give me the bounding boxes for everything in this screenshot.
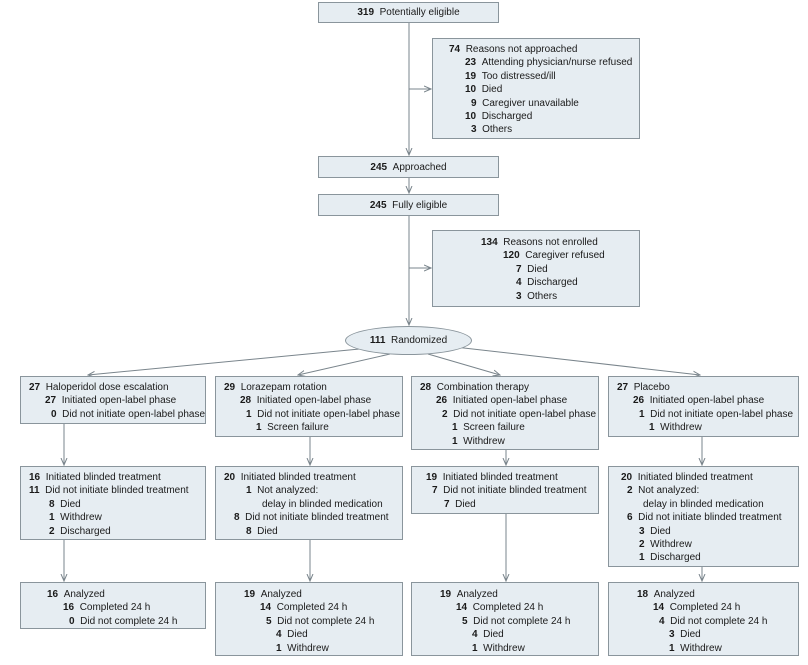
randomized-ellipse: 111 Randomized [345, 326, 472, 355]
fully-eligible-box: 245 Fully eligible [318, 194, 499, 216]
arm-placebo-openlabel-box: 27 Placebo 26 Initiated open-label phase… [608, 376, 799, 437]
arm-combination-blinded-box: 19 Initiated blinded treatment 7 Did not… [411, 466, 599, 514]
arm-combination-analyzed-box: 19 Analyzed 14 Completed 24 h 5 Did not … [411, 582, 599, 656]
arm-haloperidol-openlabel-box: 27 Haloperidol dose escalation 27 Initia… [20, 376, 206, 424]
reasons-not-approached-box: 74 Reasons not approached 23 Attending p… [432, 38, 640, 139]
arm-combination-openlabel-box: 28 Combination therapy 26 Initiated open… [411, 376, 599, 450]
arrow-randomized-to-arm1 [88, 347, 371, 375]
arm-lorazepam-analyzed-box: 19 Analyzed 14 Completed 24 h 5 Did not … [215, 582, 403, 656]
arrow-randomized-to-arm3 [427, 353, 500, 375]
reasons-not-enrolled-box: 134 Reasons not enrolled 120 Caregiver r… [432, 230, 640, 307]
arm-placebo-blinded-box: 20 Initiated blinded treatment 2 Not ana… [608, 466, 799, 567]
arrow-randomized-to-arm2 [298, 353, 391, 375]
arm-lorazepam-blinded-box: 20 Initiated blinded treatment 1 Not ana… [215, 466, 403, 540]
arm-placebo-analyzed-box: 18 Analyzed 14 Completed 24 h 4 Did not … [608, 582, 799, 656]
arrow-randomized-to-arm4 [454, 346, 700, 375]
arm-lorazepam-openlabel-box: 29 Lorazepam rotation 28 Initiated open-… [215, 376, 403, 437]
potentially-eligible-box: 319 Potentially eligible [318, 2, 499, 23]
approached-box: 245 Approached [318, 156, 499, 178]
arm-haloperidol-analyzed-box: 16 Analyzed 16 Completed 24 h 0 Did not … [20, 582, 206, 629]
arm-haloperidol-blinded-box: 16 Initiated blinded treatment 11 Did no… [20, 466, 206, 540]
